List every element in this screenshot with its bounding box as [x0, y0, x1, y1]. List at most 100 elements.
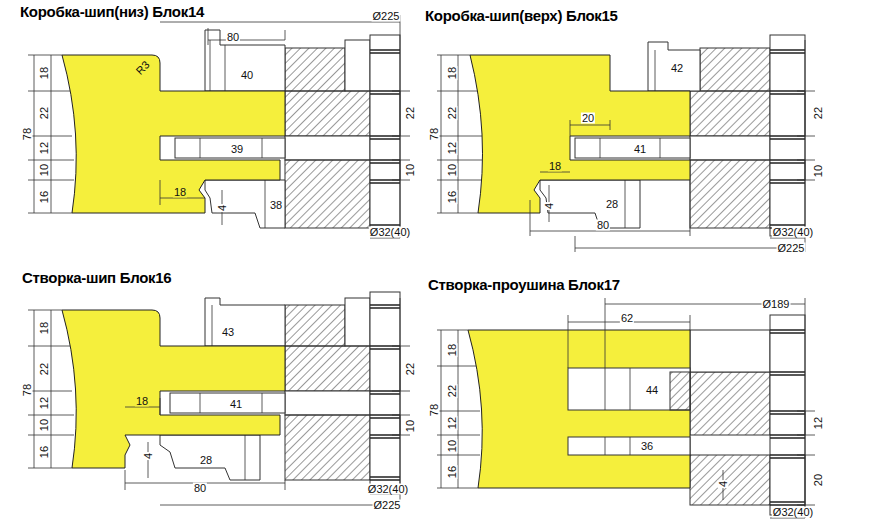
drawing-shape	[568, 437, 690, 455]
drawing-shape	[285, 48, 345, 91]
drawing-shape	[205, 180, 285, 228]
dimension-label: 4	[718, 480, 729, 488]
dimension-label: 12	[447, 141, 458, 155]
dimension-label: 44	[645, 385, 659, 396]
dimension-label: 18	[447, 343, 458, 357]
dimension-label: 20	[813, 473, 824, 487]
drawing-shape	[575, 138, 690, 158]
dimension-label: 10	[405, 419, 416, 433]
dimension-label: 78	[429, 127, 440, 141]
panel-title: Створка-проушина Блок17	[428, 277, 620, 294]
drawing-shape	[345, 298, 370, 346]
dimension-label: 10	[813, 164, 824, 178]
dimension-label: 10	[39, 418, 50, 432]
drawing-shape	[690, 330, 770, 372]
drawing-shape	[370, 305, 400, 480]
drawing-shape	[670, 372, 690, 410]
drawing-shape	[648, 42, 700, 91]
dimension-label: 4	[143, 452, 154, 460]
drawing-shape	[200, 138, 262, 158]
drawing-shape	[265, 180, 266, 228]
drawing-shape	[205, 30, 285, 91]
dimension-label: Ø32(40)	[369, 227, 411, 238]
dimension-label: 22	[39, 106, 50, 120]
drawing-shape	[285, 391, 370, 415]
dimension-label: 22	[405, 106, 416, 120]
dimension-label: 38	[269, 200, 283, 211]
drawing-shape	[690, 136, 770, 160]
drawing-shape	[690, 372, 770, 435]
dimension-label: Ø189	[762, 299, 791, 310]
drawing-shape	[370, 50, 400, 228]
dimension-label: 16	[39, 190, 50, 204]
drawing-shape	[285, 160, 370, 228]
dimension-label: 10	[447, 439, 458, 453]
drawing-shape	[285, 305, 345, 346]
drawing-shape	[690, 91, 770, 136]
dimension-label: Ø225	[777, 243, 806, 254]
dimension-label: 62	[620, 313, 634, 324]
drawing-shape	[170, 393, 285, 413]
dimension-label: Ø225	[373, 500, 402, 511]
dimension-label: 18	[39, 321, 50, 335]
drawing-shape	[125, 298, 410, 508]
drawing-shape	[175, 138, 285, 158]
dimension-label: 80	[596, 220, 610, 231]
dimension-label: 18	[39, 66, 50, 80]
drawing-shape	[28, 15, 815, 518]
drawing-shape	[530, 40, 815, 252]
dimension-label: 80	[193, 483, 207, 494]
drawing-shape	[370, 292, 400, 492]
drawing-shape	[690, 455, 770, 505]
dimension-label: 22	[39, 362, 50, 376]
dimension-label: 12	[39, 396, 50, 410]
dimension-label: 22	[447, 384, 458, 398]
drawing-shape	[160, 15, 410, 238]
dimension-label: 78	[22, 383, 33, 397]
dimension-label: Ø32(40)	[367, 484, 409, 495]
dimension-label: 28	[199, 455, 213, 466]
drawing-shape	[770, 35, 805, 236]
drawing-shape	[285, 91, 370, 136]
dimension-label: 12	[447, 416, 458, 430]
drawing-shape	[370, 35, 400, 236]
dimension-label: 10	[39, 163, 50, 177]
drawing-shape	[468, 330, 690, 488]
dimension-label: 22	[405, 362, 416, 376]
dimension-label: 10	[405, 163, 416, 177]
drawing-shape	[770, 315, 805, 515]
dimension-label: 42	[670, 63, 684, 74]
dimension-label: 22	[447, 106, 458, 120]
dimension-label: 28	[605, 199, 619, 210]
drawing-shape	[568, 298, 815, 518]
drawing-shape	[770, 50, 805, 228]
dimension-label: 18	[447, 66, 458, 80]
drawing-shape	[770, 330, 805, 505]
dimension-label: 12	[813, 416, 824, 430]
dimension-label: 80	[226, 32, 240, 43]
drawing-shape	[28, 55, 74, 213]
dimension-label: 16	[39, 445, 50, 459]
dimension-label: 10	[447, 163, 458, 177]
drawing-shape	[212, 305, 213, 346]
drawing-shape	[600, 138, 660, 158]
drawing-shape	[437, 298, 815, 518]
dimension-label: 18	[548, 161, 562, 172]
dimension-label: 39	[230, 144, 244, 155]
drawing-shape	[28, 15, 410, 238]
panel-title: Коробка-шип(низ) Блок14	[20, 4, 204, 21]
dimension-label: 4	[217, 204, 228, 212]
drawing-shape	[200, 393, 262, 413]
dimension-label: 43	[221, 327, 235, 338]
drawing-shape	[345, 40, 370, 91]
dimension-label: 40	[240, 70, 254, 81]
dimension-label: 78	[22, 127, 33, 141]
drawing-shape	[62, 310, 285, 468]
dimension-label: 16	[447, 465, 458, 479]
drawing-shape	[28, 310, 74, 468]
drawing-shape	[690, 160, 770, 228]
drawing-shape	[285, 415, 370, 480]
dimension-label: 18	[135, 396, 149, 407]
